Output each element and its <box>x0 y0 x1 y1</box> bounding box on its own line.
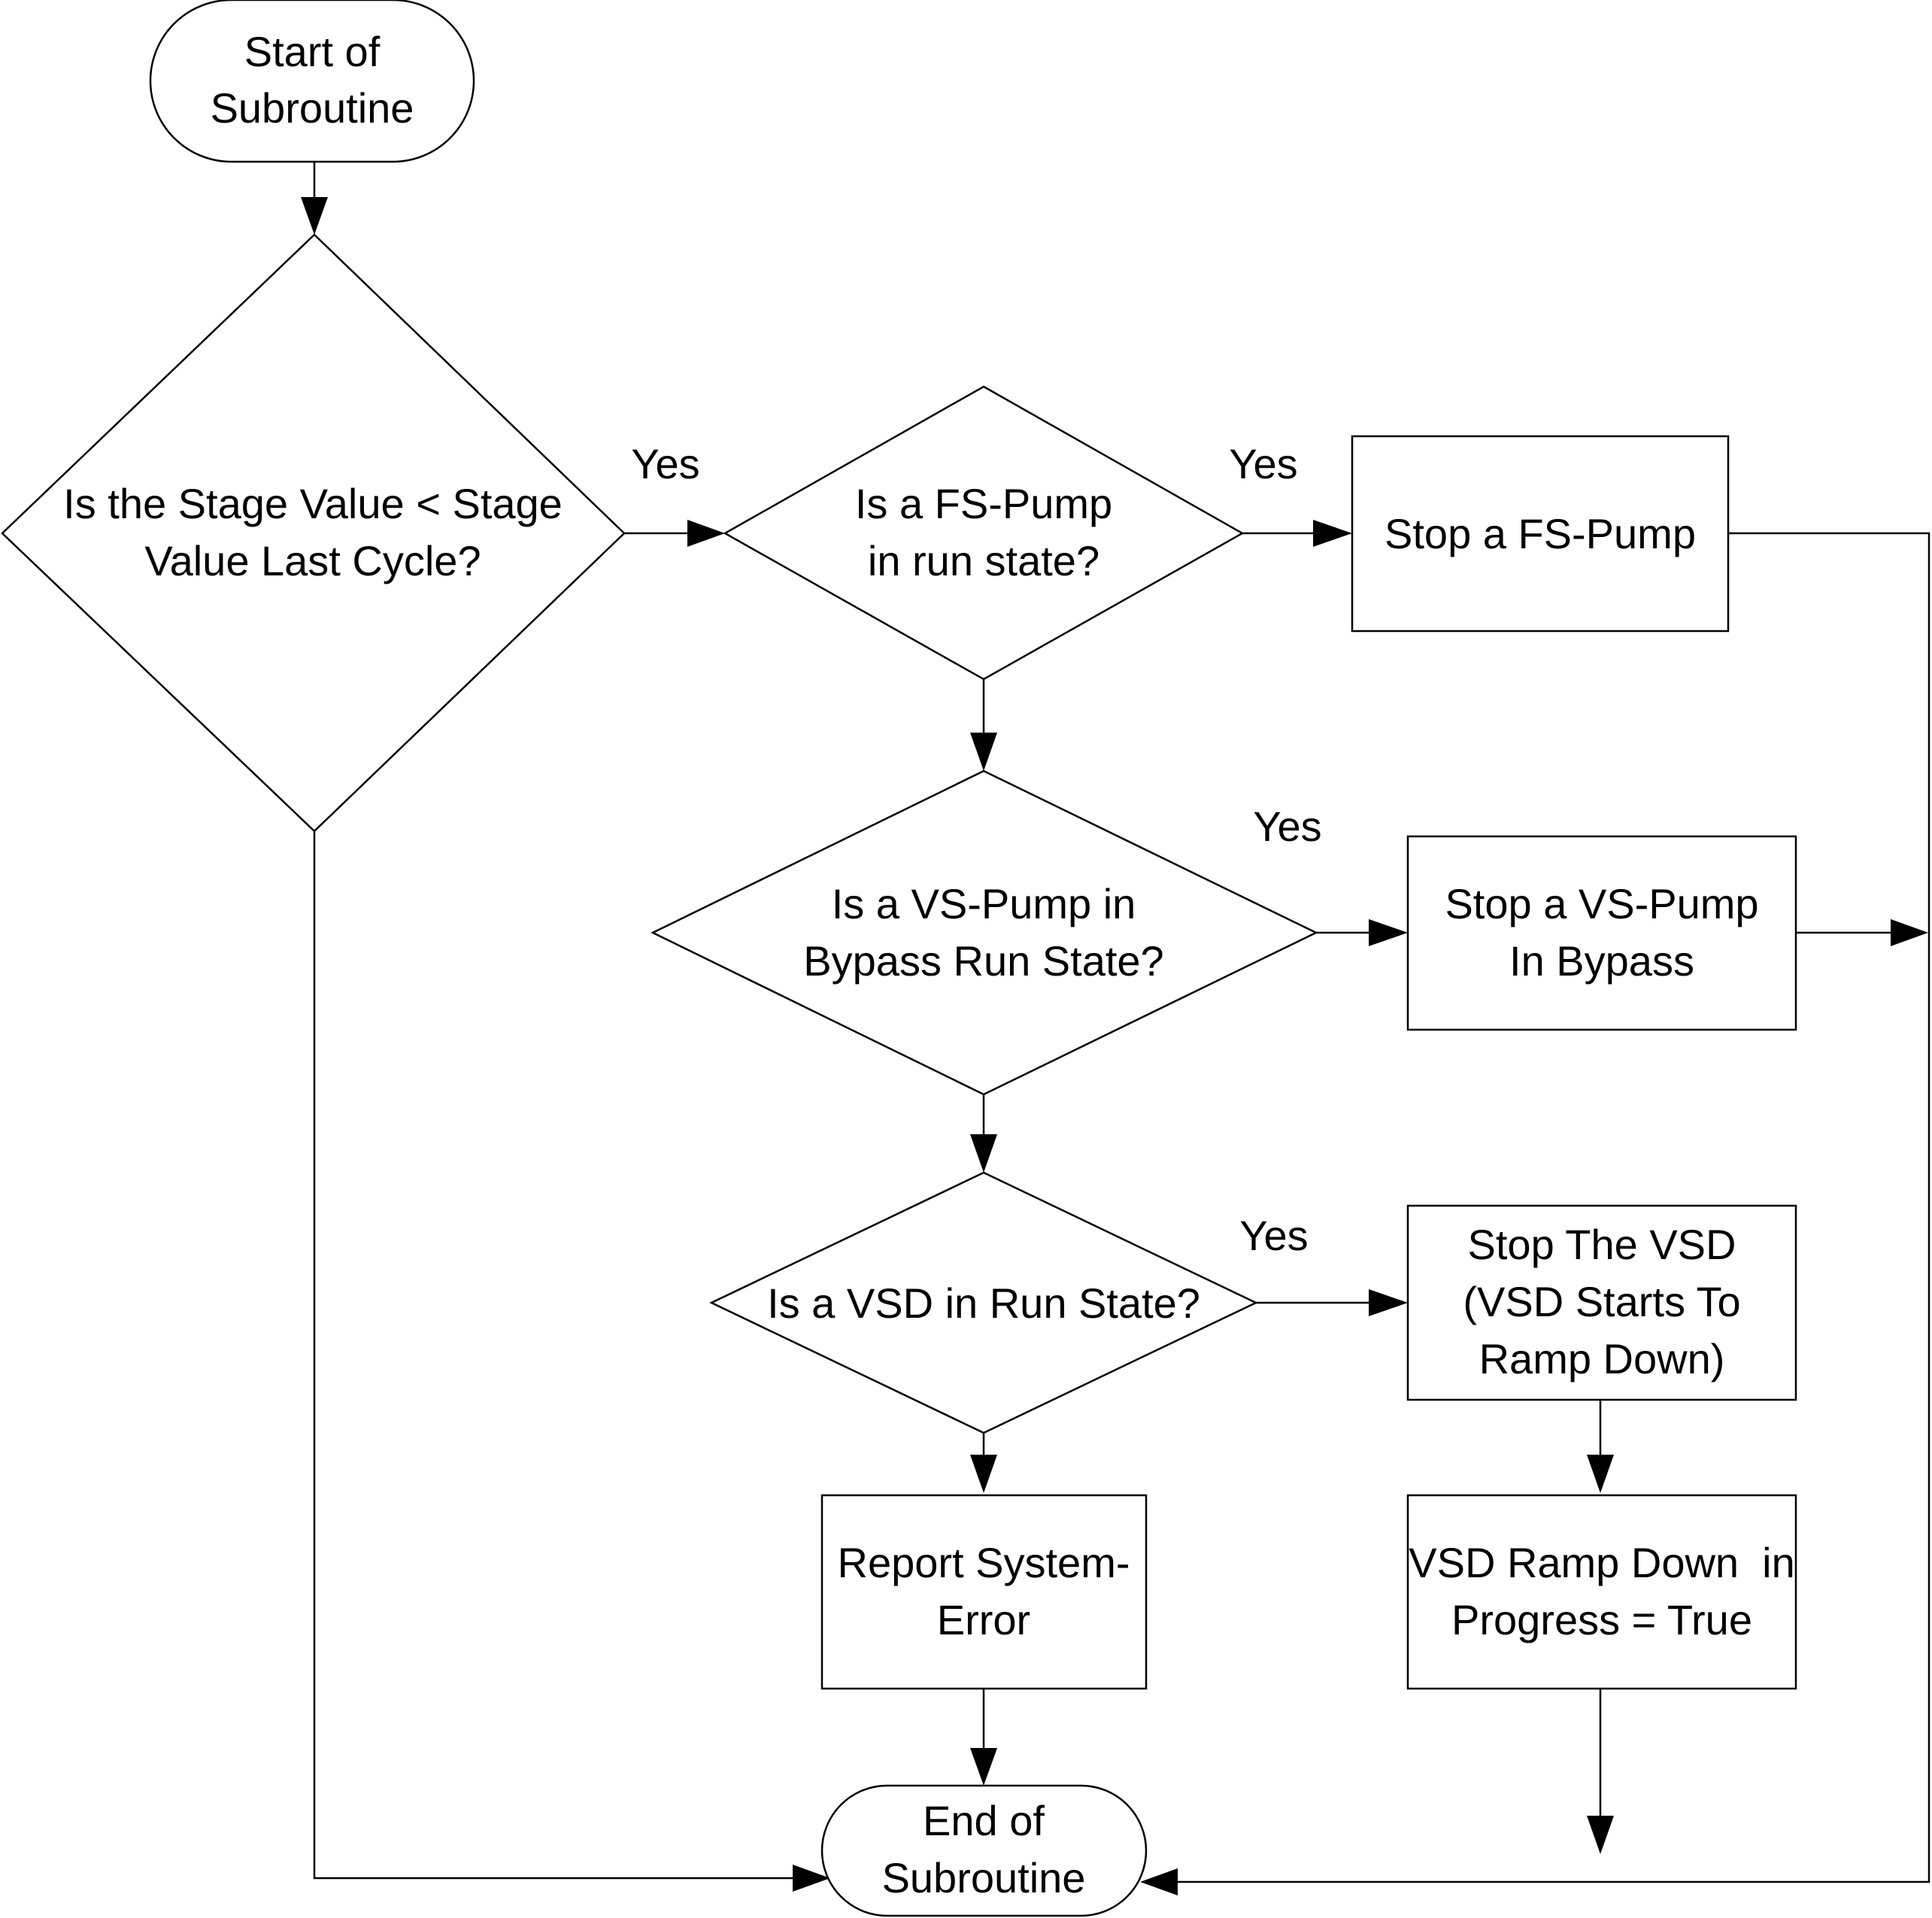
process-stop-vsd-text-3: Ramp Down) <box>1479 1335 1725 1382</box>
decision-stage-value: Is the Stage Value < Stage Value Last Cy… <box>1 233 626 833</box>
process-report-error-text-2: Error <box>937 1596 1030 1643</box>
arrowhead <box>970 1455 997 1493</box>
process-report-error: Report System- Error <box>820 1494 1148 1690</box>
process-stop-vsd-text-2: (VSD Starts To <box>1463 1278 1740 1325</box>
decision-vs-pump-text-1: Is a VS-Pump in <box>832 880 1136 927</box>
decision-stage-value-text-1: Is the Stage Value < Stage <box>63 480 563 527</box>
arrowhead <box>687 520 725 547</box>
process-stop-vsd: Stop The VSD (VSD Starts To Ramp Down) <box>1406 1204 1797 1401</box>
process-vsd-ramp-down-text-1: VSD Ramp Down in <box>1409 1539 1795 1586</box>
end-text-1: End of <box>923 1797 1045 1844</box>
connector-d1-no <box>313 831 797 1880</box>
connector-p1-return <box>1173 532 1930 1883</box>
start-terminator: Start of Subroutine <box>149 0 475 163</box>
label-yes-1: Yes <box>631 440 699 487</box>
label-yes-2: Yes <box>1229 440 1297 487</box>
arrowhead <box>301 197 328 235</box>
arrowhead <box>793 1865 830 1892</box>
start-text-2: Subroutine <box>211 84 414 132</box>
arrowhead <box>970 733 997 771</box>
arrowhead <box>1313 520 1352 547</box>
process-vsd-ramp-down: VSD Ramp Down in Progress = True <box>1406 1494 1797 1690</box>
decision-vs-pump: Is a VS-Pump in Bypass Run State? <box>651 769 1318 1096</box>
process-stop-vs-pump-text-2: In Bypass <box>1509 937 1694 985</box>
process-vsd-ramp-down-text-2: Progress = True <box>1451 1596 1752 1643</box>
arrowhead <box>970 1134 997 1173</box>
process-stop-fs-pump: Stop a FS-Pump <box>1351 435 1730 633</box>
decision-fs-pump: Is a FS-Pump in run state? <box>723 385 1245 681</box>
process-stop-fs-pump-text: Stop a FS-Pump <box>1385 510 1696 557</box>
arrowhead <box>1587 1816 1614 1854</box>
label-yes-3: Yes <box>1253 803 1321 850</box>
decision-vs-pump-text-2: Bypass Run State? <box>803 937 1163 985</box>
decision-fs-pump-text-2: in run state? <box>868 537 1099 584</box>
connectors <box>301 162 1930 1895</box>
process-stop-vs-pump: Stop a VS-Pump In Bypass <box>1406 835 1797 1031</box>
decision-fs-pump-text-1: Is a FS-Pump <box>855 480 1112 527</box>
end-terminator: End of Subroutine <box>820 1784 1148 1917</box>
arrowhead <box>970 1748 997 1786</box>
end-text-2: Subroutine <box>882 1854 1086 1901</box>
arrowhead <box>1369 919 1408 946</box>
start-text-1: Start of <box>244 28 381 75</box>
process-report-error-text-1: Report System- <box>838 1539 1130 1586</box>
arrowhead <box>1140 1868 1178 1895</box>
label-yes-4: Yes <box>1239 1212 1308 1259</box>
arrowhead <box>1587 1455 1614 1493</box>
arrowhead <box>1369 1289 1408 1316</box>
process-stop-vsd-text-1: Stop The VSD <box>1468 1221 1736 1268</box>
decision-stage-value-text-2: Value Last Cycle? <box>144 537 481 584</box>
decision-vsd: Is a VSD in Run State? <box>709 1171 1258 1434</box>
process-stop-vs-pump-text-1: Stop a VS-Pump <box>1445 880 1758 927</box>
arrowhead <box>1891 919 1928 946</box>
decision-vsd-text-1: Is a VSD in Run State? <box>767 1279 1200 1327</box>
